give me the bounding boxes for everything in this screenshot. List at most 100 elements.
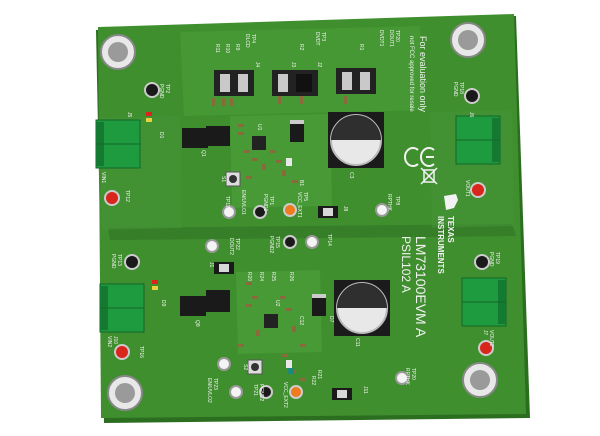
label-r2: R2 <box>298 44 304 51</box>
testpoint-tp5 <box>283 203 297 217</box>
label-r20: R20 <box>246 272 252 281</box>
label-j11: J11 <box>362 386 368 394</box>
label-pgnd2-bottom: PGND2 <box>258 384 264 401</box>
label-s1: S1 <box>220 176 226 182</box>
label-s2: S2 <box>242 364 248 370</box>
label-j3: J3 <box>290 62 296 68</box>
label-vin1: VIN1 <box>100 172 106 183</box>
inductor-d7 <box>312 294 326 316</box>
testpoint-tp8 <box>375 203 389 217</box>
label-d1: D1 <box>158 132 164 139</box>
label-pgnd2: PGND2 <box>268 236 274 253</box>
ic-u2 <box>264 314 278 328</box>
jumper-header-j11 <box>332 388 352 400</box>
label-q8: Q8 <box>194 320 200 327</box>
label-r21: R21 <box>316 370 322 379</box>
label-c11: C11 <box>354 338 360 347</box>
label-tp3: TP3 <box>320 32 326 41</box>
ic-upper <box>206 126 230 146</box>
mount-hole-top-right <box>450 22 486 58</box>
label-rpthk-bottom: RPTHK <box>404 368 410 386</box>
label-r24: R24 <box>258 272 264 281</box>
silkscreen-text: For evaluation only not FCC approved for… <box>100 30 500 408</box>
smd-cluster-upper <box>212 96 347 183</box>
inductor-d1 <box>290 120 304 142</box>
evaluation-note-line2: not FCC approved for resale <box>408 36 414 112</box>
label-tp23: TP23 <box>212 378 218 390</box>
label-tp2: TP2 <box>164 84 170 93</box>
testpoint-tp14 <box>305 235 319 249</box>
label-pgnd-right-top: PGND <box>452 82 458 97</box>
label-tp20: TP20 <box>394 30 400 42</box>
label-r1: R1 <box>358 44 364 51</box>
jumper-header-j4 <box>336 68 376 94</box>
mosfet-q8 <box>180 296 206 316</box>
label-r22: R22 <box>310 376 316 385</box>
label-j6: J6 <box>468 112 474 118</box>
board-part-number: PSIL102 A <box>399 236 413 293</box>
testpoint-tp12 <box>104 190 120 206</box>
label-tp4: TP4 <box>250 34 256 43</box>
testpoint-tp21 <box>259 385 273 399</box>
label-pgnd-bottom-left: PGND <box>110 254 116 269</box>
label-tp16: TP16 <box>138 346 144 358</box>
label-dvdt1: DVDT1 <box>378 30 384 47</box>
weee-mark <box>420 167 438 185</box>
label-j7: J7 <box>482 330 488 336</box>
mount-hole-bottom-right <box>462 362 498 398</box>
jumper-header-j8 <box>318 206 338 218</box>
label-tp13: TP13 <box>116 254 122 266</box>
label-dout2: DOUT2 <box>228 238 234 255</box>
label-c3: C3 <box>348 172 354 179</box>
label-envuvl1: EN/UVLO1 <box>240 190 246 215</box>
label-dlcd: DLCD <box>244 34 250 48</box>
testpoint-tp3 <box>217 357 231 371</box>
mount-hole-bottom-left <box>107 375 143 411</box>
testpoint-tp13 <box>124 254 140 270</box>
label-d9: D9 <box>160 300 166 307</box>
ti-logo-word1: TEXAS <box>446 216 455 243</box>
mount-hole-top-left <box>100 34 136 70</box>
push-button-s1 <box>225 171 241 187</box>
label-j9-area: J1 <box>208 262 214 268</box>
label-d7: D7 <box>328 316 334 323</box>
testpoint-tp23 <box>229 385 243 399</box>
label-pgnd-right-bottom: PGND <box>488 252 494 267</box>
testpoint-tp1 <box>253 205 267 219</box>
terminal-block-j7 <box>461 277 507 327</box>
label-vout2: VOUT2 <box>488 330 494 347</box>
label-vcc-ext2: VCC_EXT2 <box>282 382 288 408</box>
jumper-header-j2 <box>214 70 254 96</box>
label-j5: J5 <box>126 112 132 118</box>
label-pgnd-top: PGND <box>158 84 164 99</box>
mosfet-q1 <box>182 128 208 148</box>
label-tp5: TP5 <box>302 192 308 201</box>
label-dvdt: DVDT <box>314 32 320 46</box>
label-tp20-bottom: TP20 <box>410 368 416 380</box>
label-j4: J4 <box>254 62 260 68</box>
board-name: LM73100EVM A <box>413 236 429 338</box>
label-tp18: TP18 <box>458 82 464 94</box>
label-vin2: VIN2 <box>106 336 112 347</box>
label-vcc-ext1: VCC_EXT1 <box>296 192 302 218</box>
label-u1: U1 <box>256 124 262 131</box>
testpoint-tp11 <box>222 205 236 219</box>
label-u2: U2 <box>274 300 280 307</box>
label-tp19: TP19 <box>494 252 500 264</box>
label-tp1: TP1 <box>268 196 274 205</box>
testpoint-tp18 <box>464 88 480 104</box>
testpoint-tp16 <box>114 344 130 360</box>
label-tp21: TP21 <box>252 384 258 396</box>
ic-lower <box>206 290 230 312</box>
label-dout1: DOUT1 <box>388 30 394 47</box>
label-r26: R26 <box>288 272 294 281</box>
label-q1: Q1 <box>200 150 206 157</box>
push-button-s2 <box>247 359 263 375</box>
jumper-header-j3 <box>272 70 318 96</box>
label-tp14: TP14 <box>326 234 332 246</box>
terminal-block-j6 <box>455 115 501 165</box>
smd-cluster-lower <box>238 282 306 381</box>
testpoint-tp17 <box>478 340 494 356</box>
label-c12: C12 <box>298 316 304 325</box>
label-r25: R25 <box>270 272 276 281</box>
